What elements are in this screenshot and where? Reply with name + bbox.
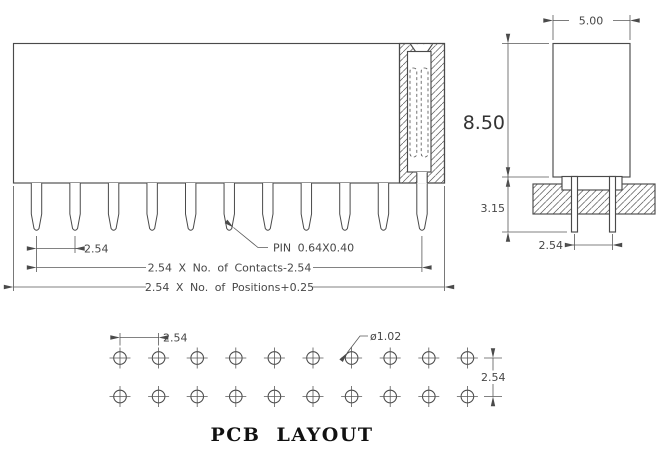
- positions-span-label: 2.54 X No. of Positions+0.25: [145, 281, 314, 294]
- hole-pitch-extension-lines: [119, 333, 159, 346]
- pin-7: [262, 183, 274, 231]
- contacts-span-label: 2.54 X No. of Contacts-2.54: [148, 262, 312, 275]
- side-view: 5.00 8.50 3.15 2.54: [463, 15, 656, 252]
- chamfer-lines: [410, 43, 433, 52]
- front-view: 2.54 PIN 0.64X0.40 2.54 X No. of Contact…: [3, 42, 455, 294]
- hole-r2-c1: [109, 386, 131, 407]
- front-extension-lines: [13, 186, 445, 291]
- pitch-dim-label: 2.54: [84, 243, 109, 256]
- hole-r1-c5: [263, 347, 285, 369]
- hole-r1-c1: [109, 347, 131, 369]
- hole-r2-c10: [456, 386, 478, 407]
- front-cross-section: [398, 42, 446, 184]
- height-label: 8.50: [463, 112, 505, 134]
- front-pins: [30, 183, 428, 231]
- pcb-dimensions: 2.54 ø1.02 2.54: [110, 330, 506, 407]
- pin-leader-line: [224, 219, 268, 248]
- pcb-holes: [109, 347, 478, 407]
- pin-6: [223, 183, 235, 231]
- pin-9: [339, 183, 351, 231]
- hole-r2-c7: [341, 386, 363, 407]
- front-body-outline: [12, 42, 446, 184]
- side-dimensions: 5.00 8.50 3.15 2.54: [463, 15, 640, 252]
- side-pin-right: [608, 175, 617, 233]
- pcb-layout: 2.54 ø1.02 2.54 PCB LAYOUT: [109, 330, 506, 446]
- pin-8: [300, 183, 313, 231]
- hole-r2-c9: [418, 386, 440, 407]
- hole-r2-c8: [379, 386, 401, 407]
- hole-diameter-label: ø1.02: [370, 330, 401, 343]
- hole-r2-c6: [302, 386, 324, 407]
- entry-chamfer: [410, 44, 433, 52]
- pin-slot: [416, 172, 428, 184]
- hole-r2-c3: [186, 386, 208, 407]
- hole-pitch-y-label: 2.54: [481, 371, 506, 384]
- hole-r1-c10: [456, 347, 478, 369]
- contact-beam-right: [420, 67, 429, 158]
- hole-r2-c5: [263, 386, 285, 407]
- hole-r1-c3: [186, 347, 208, 369]
- hole-r1-c4: [225, 347, 247, 369]
- pcb-layout-title: PCB LAYOUT: [210, 424, 373, 446]
- pin-3: [107, 183, 120, 231]
- hole-diameter-leader: [339, 335, 368, 363]
- width-label: 5.00: [579, 15, 604, 28]
- hole-r2-c4: [225, 386, 247, 407]
- hole-r1-c9: [418, 347, 440, 369]
- contact-beam-left: [409, 67, 418, 158]
- hole-r2-c2: [148, 386, 170, 407]
- standoff-label: 3.15: [481, 202, 506, 215]
- pin-4: [146, 183, 158, 231]
- side-body-outline: [552, 42, 631, 178]
- contact-cavity: [406, 50, 432, 173]
- pin-slot-walls: [416, 172, 428, 183]
- front-dimensions: 2.54 PIN 0.64X0.40 2.54 X No. of Contact…: [3, 186, 455, 294]
- pin-1: [30, 183, 43, 231]
- hole-pitch-x-label: 2.54: [163, 332, 188, 345]
- pin-5: [185, 183, 197, 231]
- hole-r1-c2: [148, 347, 170, 369]
- pin-size-label: PIN 0.64X0.40: [273, 242, 354, 255]
- hole-r1-c7: [341, 347, 363, 369]
- row-pitch-label: 2.54: [539, 239, 564, 252]
- pin-11: [416, 183, 428, 231]
- row-pitch-extension-lines: [574, 234, 613, 250]
- hole-r1-c8: [379, 347, 401, 369]
- pin-2: [69, 183, 81, 231]
- side-pin-left: [570, 175, 579, 233]
- hole-r1-c6: [302, 347, 324, 369]
- pin-10: [377, 183, 390, 231]
